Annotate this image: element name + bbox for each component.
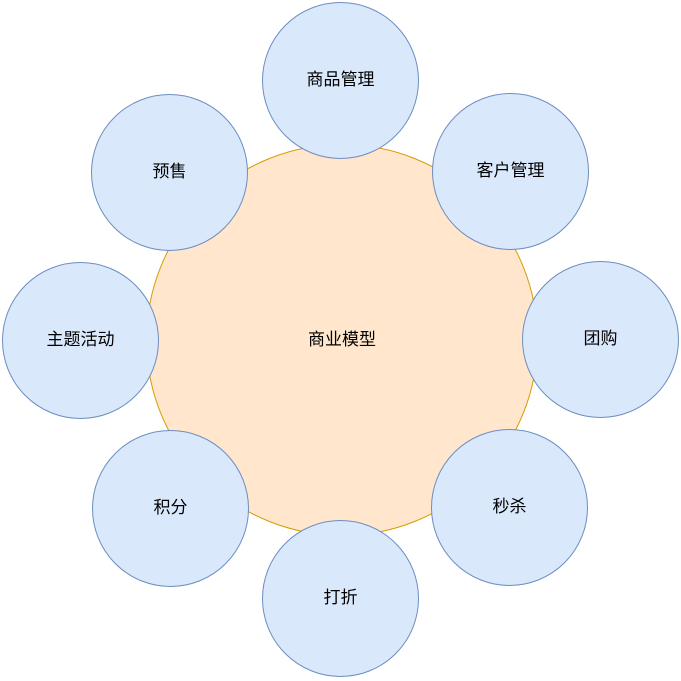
node-label: 客户管理 [476,161,545,181]
node-points: 积分 [92,430,249,587]
node-product-management: 商品管理 [262,2,419,159]
node-label: 主题活动 [46,330,115,350]
node-label: 秒杀 [492,497,527,517]
center-node-label: 商业模型 [308,329,376,349]
node-discount: 打折 [262,520,419,677]
node-label: 商品管理 [306,70,375,90]
node-group-buying: 团购 [522,261,679,418]
node-presale: 预售 [91,94,248,251]
node-label: 积分 [153,498,188,518]
node-label: 预售 [152,162,187,182]
node-label: 团购 [583,329,618,349]
node-customer-management: 客户管理 [432,93,589,250]
node-flash-sale: 秒杀 [431,429,588,586]
node-theme-activity: 主题活动 [2,262,159,419]
node-label: 打折 [323,588,358,608]
